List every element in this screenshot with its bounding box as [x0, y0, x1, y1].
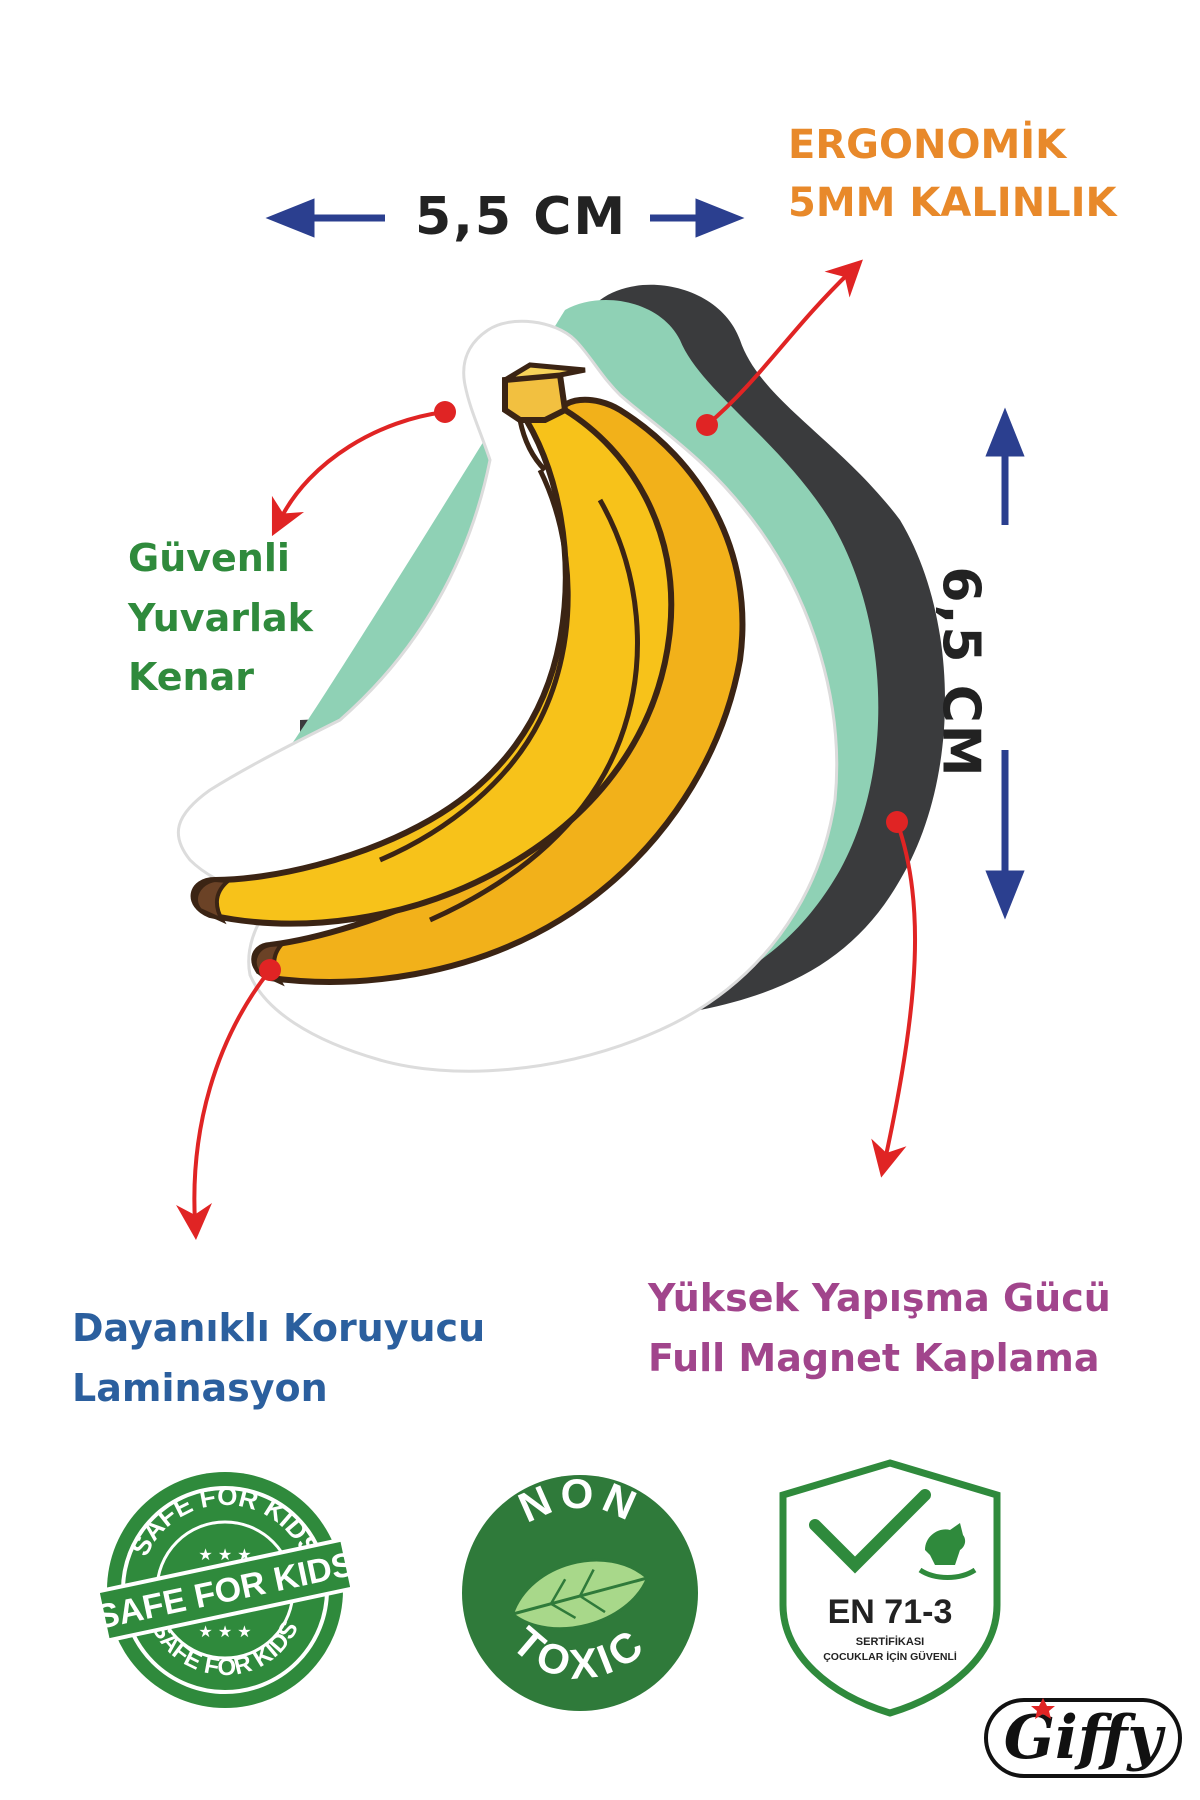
- en71-line-1: SERTİFİKASI: [856, 1635, 924, 1648]
- en71-line-2: ÇOCUKLAR İÇİN GÜVENLİ: [823, 1650, 957, 1663]
- safe-edge-line-1: Güvenli: [128, 536, 290, 580]
- width-dimension: 5,5 CM: [415, 187, 628, 247]
- svg-text:★ ★ ★: ★ ★ ★: [198, 1622, 251, 1641]
- magnet-pointer: [871, 821, 918, 1178]
- height-dimension: 6,5 CM: [930, 566, 991, 779]
- safe-edge-feature: Güvenli Yuvarlak Kenar: [128, 535, 313, 714]
- rocking-horse-icon: [918, 1523, 977, 1580]
- ergonomic-pointer: [705, 259, 863, 427]
- lamination-feature: Dayanıklı Koruyucu Laminasyon: [72, 1305, 485, 1424]
- lamination-line-2: Laminasyon: [72, 1365, 328, 1410]
- edge-pointer: [271, 410, 446, 537]
- magnet-line-1: Yüksek Yapışma Gücü: [648, 1276, 1111, 1320]
- brand-name: Giffy: [1004, 1703, 1167, 1773]
- svg-text:★ ★ ★: ★ ★ ★: [198, 1545, 251, 1564]
- giffy-logo: Giffy: [984, 1698, 1182, 1778]
- lamination-pointer: [176, 968, 272, 1240]
- ergonomic-line-2: 5MM KALINLIK: [788, 180, 1117, 226]
- ergonomic-line-1: ERGONOMİK: [788, 122, 1067, 168]
- non-toxic-badge: NON TOXIC: [462, 1470, 698, 1711]
- magnet-feature: Yüksek Yapışma Gücü Full Magnet Kaplama: [648, 1275, 1111, 1394]
- ergonomic-feature: ERGONOMİK 5MM KALINLIK: [788, 120, 1117, 236]
- safe-for-kids-badge: SAFE FOR KIDS SAFE FOR KIDS SAFE FOR KID…: [100, 1472, 350, 1708]
- en71-badge: EN 71-3 SERTİFİKASI ÇOCUKLAR İÇİN GÜVENL…: [779, 1459, 1001, 1717]
- safe-edge-line-2: Yuvarlak: [128, 595, 313, 640]
- banana-stem: [502, 371, 569, 423]
- safe-edge-line-3: Kenar: [128, 655, 254, 699]
- star-icon: [1031, 1698, 1055, 1719]
- leaf-icon: [510, 1558, 650, 1631]
- magnet-line-2: Full Magnet Kaplama: [648, 1335, 1100, 1380]
- lamination-line-1: Dayanıklı Koruyucu: [72, 1306, 486, 1350]
- checkmark-icon: [809, 1489, 931, 1574]
- banana-front: [190, 396, 675, 927]
- en71-title: EN 71-3: [828, 1593, 953, 1631]
